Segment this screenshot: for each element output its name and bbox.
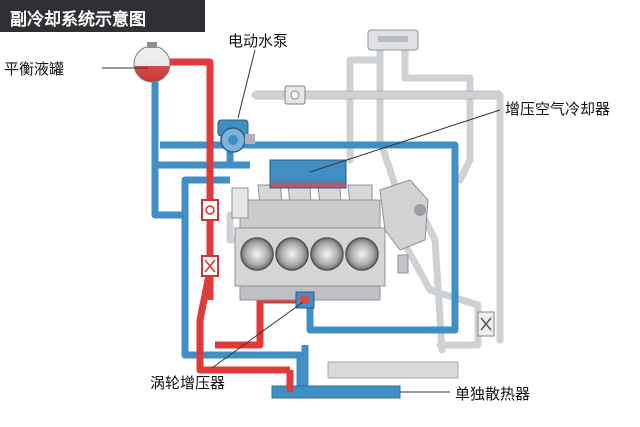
main-radiator-bottom (327, 361, 459, 379)
cold-pipes (151, 80, 459, 392)
label-water-pump: 电动水泵 (228, 32, 289, 50)
hot-line-valve (201, 199, 219, 221)
label-turbocharger: 涡轮增压器 (150, 374, 226, 392)
title-banner: 副冷却系统示意图 (0, 0, 205, 32)
main-circuit-pipes (226, 44, 504, 354)
expansion-tank (133, 45, 171, 83)
label-expansion-tank: 平衡液罐 (4, 60, 65, 78)
label-charge-air-cooler: 增压空气冷却器 (505, 100, 611, 118)
cylinder-4 (345, 237, 379, 271)
diagram-title: 副冷却系统示意图 (10, 10, 146, 30)
cylinder-1 (240, 237, 274, 271)
engine-block (231, 179, 429, 301)
tank-cap (147, 42, 157, 48)
cylinder-2 (275, 237, 309, 271)
leader-lines (102, 49, 501, 393)
electric-water-pump (217, 119, 255, 153)
cylinder-3 (310, 237, 344, 271)
label-separate-radiator: 单独散热器 (455, 385, 531, 403)
